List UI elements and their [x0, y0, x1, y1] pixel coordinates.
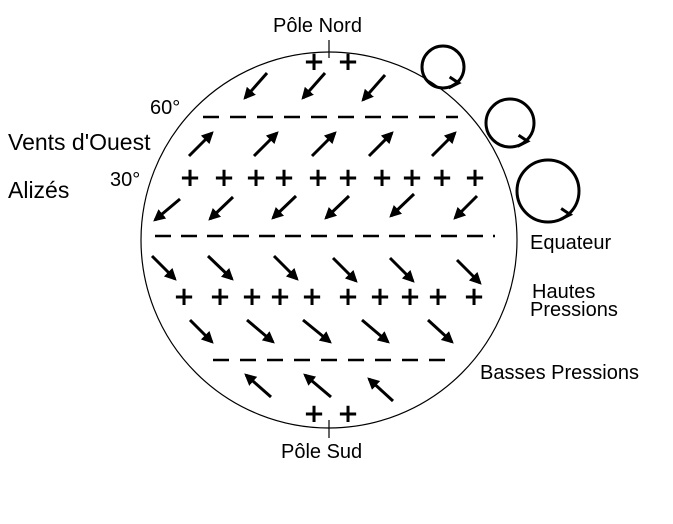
plus-sign-30n-4: + — [273, 163, 295, 193]
trade-winds-label: Alizés — [8, 177, 69, 203]
wind-arrow-23 — [302, 318, 332, 344]
plus-sign-30s-2: + — [209, 282, 231, 312]
equator-label: Equateur — [530, 232, 612, 254]
plus-sign-30s-8: + — [399, 282, 421, 312]
wind-arrow-13 — [389, 192, 416, 218]
wind-arrow-5 — [252, 131, 279, 158]
wind-arrow-3 — [361, 74, 387, 102]
wind-arrow-24 — [361, 318, 390, 344]
plus-sign-30s-7: + — [369, 282, 391, 312]
westerlies-label: Vents d'Ouest — [8, 129, 151, 155]
plus-sign-30n-2: + — [213, 163, 235, 193]
plus-sign-north-pole-1: + — [303, 47, 325, 77]
high-pressure-label-line1: Hautes — [532, 281, 595, 303]
rotation-circle-3 — [515, 158, 581, 224]
wind-arrow-22 — [246, 318, 275, 344]
wind-arrow-9 — [153, 197, 181, 222]
high-pressure-markers: ++++++++++++++++++++++++ — [173, 47, 486, 429]
plus-sign-30n-9: + — [431, 163, 453, 193]
plus-sign-30s-9: + — [427, 282, 449, 312]
plus-sign-30s-3: + — [241, 282, 263, 312]
south-pole-label: Pôle Sud — [281, 441, 362, 463]
plus-sign-north-pole-2: + — [337, 47, 359, 77]
plus-sign-30n-3: + — [245, 163, 267, 193]
rotation-arrowhead-2 — [516, 133, 531, 148]
wind-arrow-2 — [301, 72, 327, 100]
rotation-circle-2 — [484, 97, 536, 149]
rotation-arrowhead-3 — [559, 207, 574, 221]
rotation-circle-1 — [420, 44, 466, 90]
rotation-cells — [420, 44, 581, 224]
plus-sign-30n-8: + — [401, 163, 423, 193]
wind-arrow-25 — [426, 318, 454, 344]
plus-sign-30n-6: + — [337, 163, 359, 193]
wind-arrow-21 — [188, 318, 214, 344]
wind-arrow-18 — [331, 256, 358, 283]
wind-arrow-7 — [367, 131, 394, 158]
wind-arrow-14 — [453, 194, 479, 220]
low-pressure-label: Basses Pressions — [480, 362, 639, 384]
wind-arrow-11 — [271, 194, 298, 220]
wind-arrow-8 — [430, 131, 457, 158]
plus-sign-30n-5: + — [307, 163, 329, 193]
wind-arrow-16 — [206, 254, 234, 281]
wind-arrow-19 — [388, 256, 415, 283]
latitude-30-label: 30° — [110, 169, 140, 191]
plus-sign-30s-5: + — [301, 282, 323, 312]
wind-arrow-27 — [303, 373, 332, 399]
wind-arrow-6 — [310, 131, 337, 158]
wind-arrow-28 — [367, 377, 395, 403]
plus-sign-30s-6: + — [337, 282, 359, 312]
wind-arrow-15 — [150, 254, 177, 281]
plus-sign-30n-7: + — [371, 163, 393, 193]
plus-sign-30n-10: + — [464, 163, 486, 193]
wind-arrow-10 — [208, 195, 235, 221]
wind-arrow-12 — [324, 194, 351, 220]
plus-sign-30s-4: + — [269, 282, 291, 312]
plus-sign-30n-1: + — [179, 163, 201, 193]
plus-sign-south-pole-2: + — [337, 399, 359, 429]
north-pole-label: Pôle Nord — [273, 15, 362, 37]
rotation-arrowhead-1 — [447, 75, 462, 90]
plus-sign-30s-1: + — [173, 282, 195, 312]
wind-arrow-20 — [455, 258, 482, 285]
latitude-60-label: 60° — [150, 97, 180, 119]
wind-arrows — [150, 72, 482, 403]
wind-arrow-26 — [244, 373, 272, 399]
wind-arrow-4 — [187, 131, 214, 158]
plus-sign-30s-10: + — [463, 282, 485, 312]
wind-arrow-1 — [243, 72, 269, 100]
wind-arrow-17 — [272, 254, 299, 281]
plus-sign-south-pole-1: + — [303, 399, 325, 429]
high-pressure-label-line2: Pressions — [530, 299, 618, 321]
earth-circle — [140, 51, 518, 429]
